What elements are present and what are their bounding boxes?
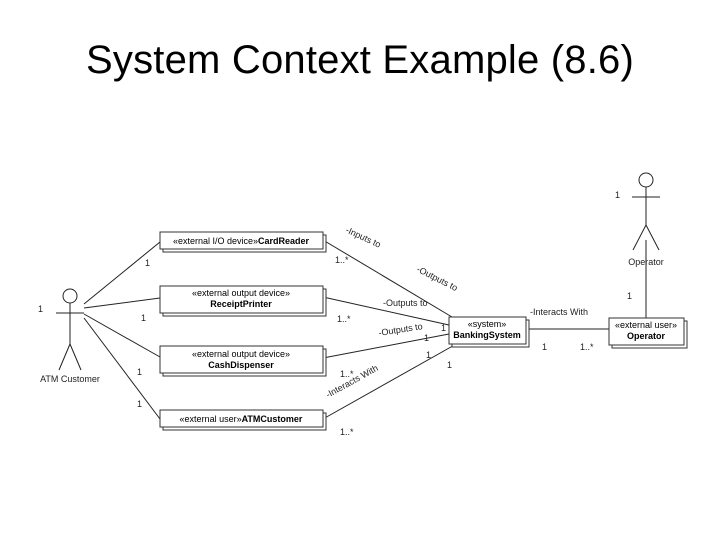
atmcustomer-name: ATMCustomer bbox=[242, 414, 303, 424]
mult-cardreader-right: 1..* bbox=[335, 255, 349, 265]
atmcustomer-class-box: «external user»ATMCustomer bbox=[159, 409, 327, 431]
actor-head bbox=[62, 288, 78, 304]
mult-bank-dispenser-low: 1 bbox=[426, 350, 431, 360]
mult-bank-dispenser-end: 1 bbox=[424, 333, 429, 343]
receiptprinter-name: ReceiptPrinter bbox=[210, 299, 272, 309]
assoc-interacts-with-operator: -Interacts With bbox=[530, 307, 588, 317]
mult-dispenser-left: 1 bbox=[137, 367, 142, 377]
line-customerbox-bank bbox=[322, 342, 459, 420]
slide-title: System Context Example (8.6) bbox=[85, 38, 635, 82]
atmcustomer-label: «external user»ATMCustomer bbox=[180, 414, 303, 424]
mult-cardreader-left: 1 bbox=[145, 258, 150, 268]
line-customer-dispenser bbox=[83, 313, 161, 358]
actor-right-leg bbox=[645, 224, 660, 251]
mult-bank-printer-end: 1 bbox=[441, 323, 446, 333]
atmcustomer-stereotype: «external user» bbox=[180, 414, 242, 424]
actor-head bbox=[638, 172, 654, 188]
actor-left-leg bbox=[632, 224, 647, 251]
bankingsystem-name: BankingSystem bbox=[453, 330, 521, 340]
operator-class-box: «external user» Operator bbox=[608, 317, 688, 349]
atm-customer-multiplicity: 1 bbox=[38, 304, 43, 314]
cashdispenser-stereotype: «external output device» bbox=[192, 349, 290, 359]
actor-right-leg bbox=[69, 343, 82, 371]
assoc-inputs-to: -Inputs to bbox=[344, 225, 382, 250]
cardreader-stereotype: «external I/O device» bbox=[173, 236, 258, 246]
atm-customer-name: ATM Customer bbox=[40, 374, 100, 384]
line-dispenser-bank bbox=[322, 333, 450, 359]
mult-customer-box-left: 1 bbox=[137, 399, 142, 409]
actor-left-leg bbox=[58, 343, 71, 371]
cashdispenser-class-box: «external output device» CashDispenser bbox=[159, 345, 327, 377]
assoc-outputs-to-printer: -Outputs to bbox=[383, 298, 428, 308]
operator-name: Operator bbox=[628, 257, 664, 267]
atm-customer-actor: ATM Customer 1 bbox=[38, 288, 100, 384]
mult-operatorbox-top: 1 bbox=[627, 291, 632, 301]
cardreader-label: «external I/O device»CardReader bbox=[173, 236, 310, 246]
operatorbox-stereotype: «external user» bbox=[615, 320, 677, 330]
mult-customer-box-bottom: 1..* bbox=[340, 427, 354, 437]
receiptprinter-stereotype: «external output device» bbox=[192, 288, 290, 298]
receiptprinter-class-box: «external output device» ReceiptPrinter bbox=[159, 285, 327, 317]
line-customer-cardreader bbox=[83, 241, 161, 305]
mult-printer-right: 1..* bbox=[337, 314, 351, 324]
line-cardreader-bank bbox=[322, 239, 453, 318]
assoc-outputs-to-dispenser: -Outputs to bbox=[378, 321, 424, 338]
assoc-outputs-to-cardreader: -Outputs to bbox=[415, 264, 459, 293]
line-printer-bank bbox=[322, 296, 450, 326]
mult-dispenser-right: 1..* bbox=[340, 369, 354, 379]
cardreader-class-box: «external I/O device»CardReader bbox=[159, 231, 327, 253]
association-lines bbox=[83, 239, 647, 420]
mult-operatorbox-left: 1..* bbox=[580, 342, 594, 352]
operator-actor: Operator 1 bbox=[615, 172, 664, 267]
cardreader-name: CardReader bbox=[258, 236, 310, 246]
mult-bank-customer-low: 1 bbox=[447, 360, 452, 370]
operator-multiplicity: 1 bbox=[615, 190, 620, 200]
operatorbox-name: Operator bbox=[627, 331, 666, 341]
mult-bank-operator-end: 1 bbox=[542, 342, 547, 352]
bankingsystem-stereotype: «system» bbox=[468, 319, 507, 329]
bankingsystem-class-box: «system» BankingSystem bbox=[448, 316, 530, 348]
cashdispenser-name: CashDispenser bbox=[208, 360, 274, 370]
line-customer-printer bbox=[83, 297, 161, 309]
line-customer-box bbox=[83, 317, 161, 420]
mult-printer-left: 1 bbox=[141, 313, 146, 323]
